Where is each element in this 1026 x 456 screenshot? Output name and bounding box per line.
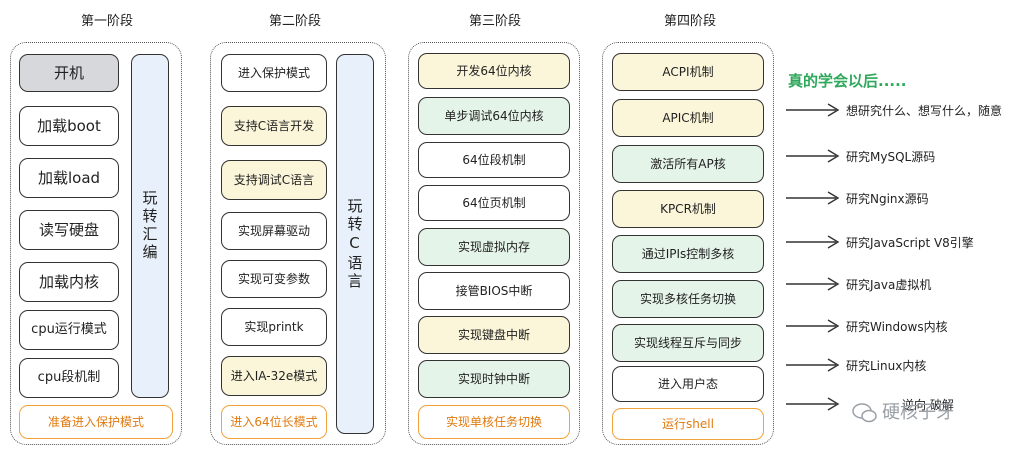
stage-3-item: 单步调试64位内核	[418, 97, 570, 135]
stage-2-title: 第二阶段	[268, 14, 321, 29]
stage-1-side-label-box: 玩转汇编	[131, 54, 169, 398]
wechat-icon	[852, 403, 877, 423]
stage-1-container	[10, 42, 182, 445]
outcomes-headline: 真的学会以后.....	[788, 72, 907, 90]
stage-4-item: ACPI机制	[612, 53, 764, 91]
right-arrow-icon	[786, 235, 840, 249]
stage-4-item: 实现线程互斥与同步	[612, 324, 764, 362]
stage-3-item: 64位段机制	[418, 142, 570, 178]
stage-2-item: 实现屏幕驱动	[221, 212, 327, 250]
stage-2-container	[210, 42, 386, 445]
watermark-text: 硬核子牙	[882, 402, 954, 423]
outcome-label: 研究Windows内核	[846, 320, 948, 334]
stage-1-side-label: 玩转汇编	[140, 190, 159, 262]
stage-2-side-label: 玩转C语言	[345, 197, 364, 291]
stage-4-item: 进入用户态	[612, 366, 764, 402]
stage-4-item: APIC机制	[612, 99, 764, 137]
stage-1-footer: 准备进入保护模式	[19, 405, 173, 439]
right-arrow-icon	[786, 149, 840, 163]
stage-4-item: KPCR机制	[612, 190, 764, 228]
stage-1-item: 加载内核	[19, 262, 119, 302]
outcome-label: 想研究什么、想写什么，随意	[846, 104, 1003, 118]
right-arrow-icon	[786, 103, 840, 117]
outcome-row: 逆向 破解	[782, 394, 1022, 414]
stage-4-title: 第四阶段	[663, 14, 716, 29]
stage-2-item: 进入IA-32e模式	[221, 356, 327, 396]
stage-4-footer: 运行shell	[612, 408, 764, 440]
outcome-label: 研究Linux内核	[846, 359, 927, 373]
stage-2-footer: 进入64位长模式	[221, 405, 327, 439]
stage-3-container	[408, 42, 580, 445]
right-arrow-icon	[786, 277, 840, 291]
stage-4-item: 通过IPIs控制多核	[612, 235, 764, 273]
stage-1-item: cpu运行模式	[19, 310, 119, 350]
stage-3-item: 开发64位内核	[418, 53, 570, 89]
stage-2-item: 进入保护模式	[221, 54, 327, 92]
stage-1-item: 加载load	[19, 158, 119, 198]
stage-4-item: 激活所有AP核	[612, 145, 764, 183]
stage-3-item: 实现键盘中断	[418, 316, 570, 354]
right-arrow-icon	[786, 319, 840, 333]
stage-2-item: 支持C语言开发	[221, 106, 327, 146]
stage-3-item: 实现时钟中断	[418, 360, 570, 398]
stage-1-item: 加载boot	[19, 106, 119, 146]
stage-3-item: 接管BIOS中断	[418, 272, 570, 310]
stage-1-item: cpu段机制	[19, 358, 119, 398]
outcome-label: 研究Nginx源码	[846, 192, 929, 206]
stage-3-item: 64位页机制	[418, 185, 570, 221]
stage-4-container	[602, 42, 774, 445]
stage-1-title: 第一阶段	[80, 14, 133, 29]
right-arrow-icon	[786, 358, 840, 372]
stage-3-title: 第三阶段	[468, 14, 521, 29]
outcome-label: 逆向 破解	[902, 398, 954, 412]
outcome-label: 研究Java虚拟机	[846, 278, 932, 292]
stage-2-item: 支持调试C语言	[221, 160, 327, 200]
stage-1-item: 开机	[19, 54, 119, 92]
stage-4-item: 实现多核任务切换	[612, 280, 764, 318]
right-arrow-icon	[786, 397, 840, 411]
outcome-label: 研究JavaScript V8引擎	[846, 236, 974, 250]
stage-2-item: 实现printk	[221, 308, 327, 346]
stage-2-side-label-box: 玩转C语言	[336, 54, 374, 434]
watermark: 硬核子牙	[852, 398, 954, 424]
stage-3-footer: 实现单核任务切换	[418, 405, 570, 439]
stage-3-item: 实现虚拟内存	[418, 228, 570, 266]
stage-2-item: 实现可变参数	[221, 260, 327, 298]
outcome-label: 研究MySQL源码	[846, 150, 936, 164]
right-arrow-icon	[786, 191, 840, 205]
stage-1-item: 读写硬盘	[19, 210, 119, 250]
